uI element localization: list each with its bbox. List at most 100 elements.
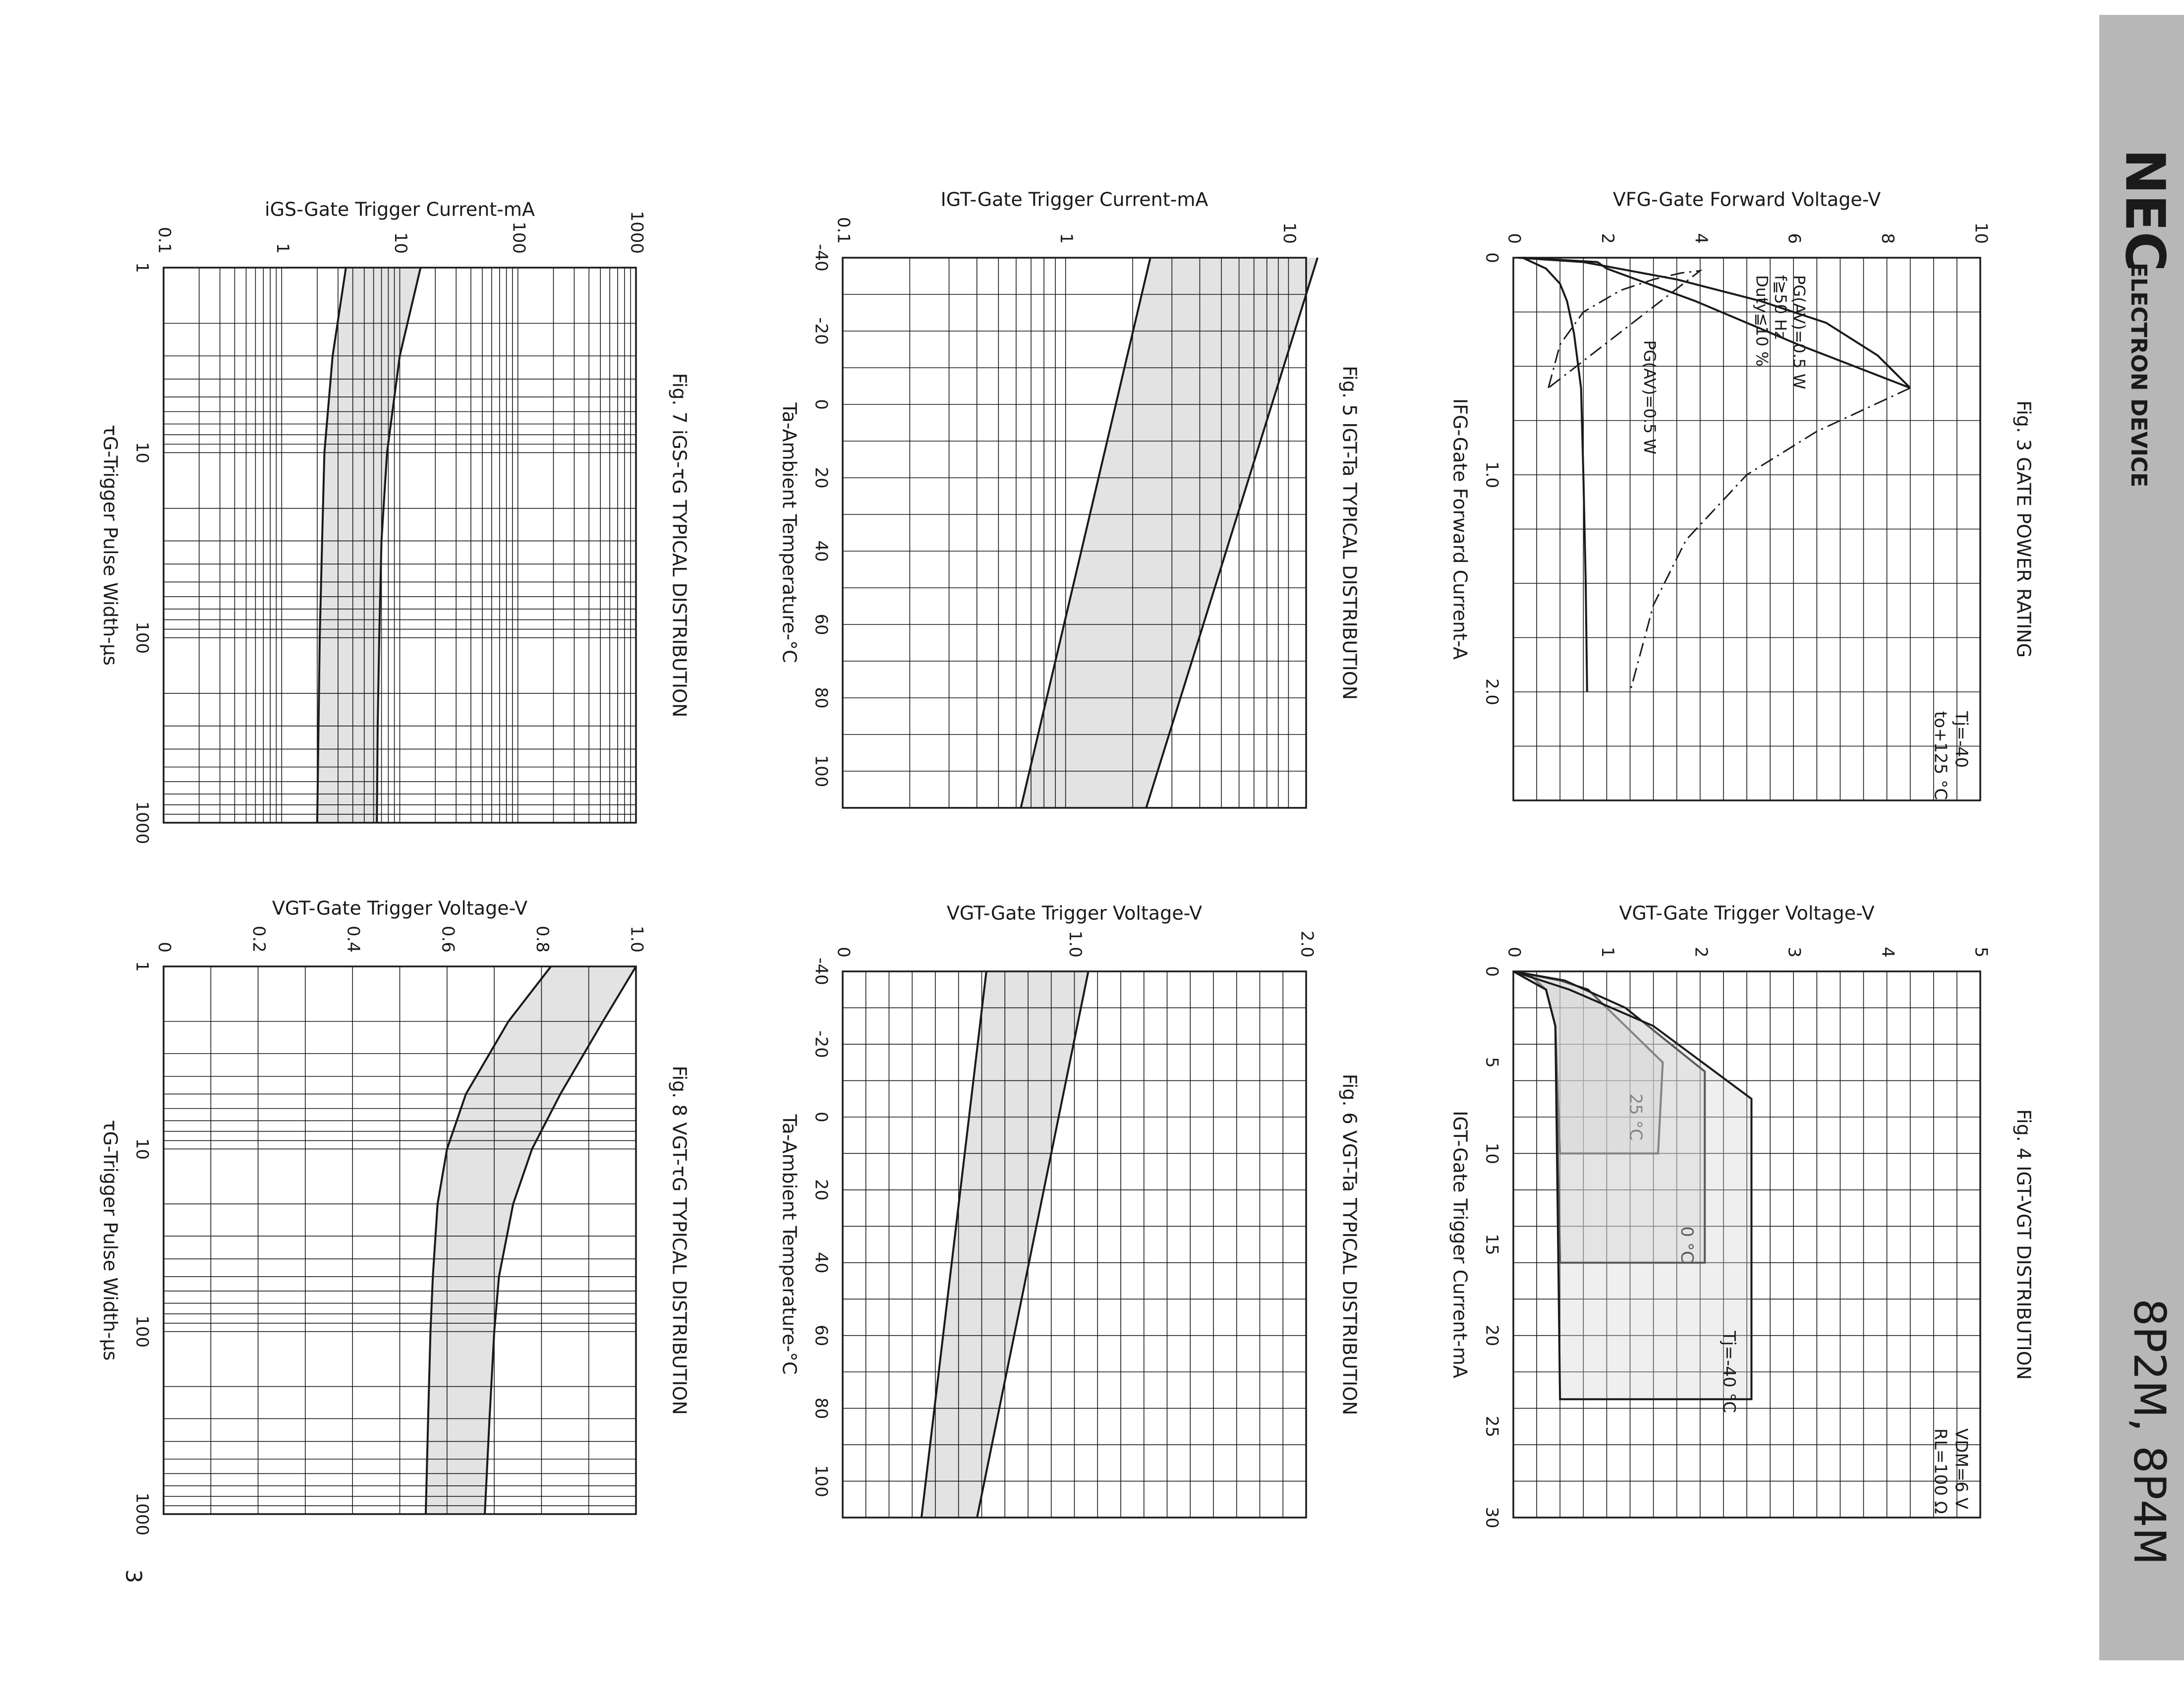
condition-text: VDM=6 V bbox=[1952, 1428, 1971, 1509]
y-tick-label-group: 2.0 bbox=[1297, 931, 1317, 958]
x-tick-label-group: 30 bbox=[1482, 1507, 1502, 1528]
x-tick-label: 1 bbox=[132, 961, 152, 972]
y-tick-label-group: 0.1 bbox=[155, 227, 174, 254]
y-tick-label-group: 0.8 bbox=[532, 926, 552, 953]
plot-frame bbox=[1512, 257, 1981, 801]
x-tick-label-group: 40 bbox=[811, 540, 831, 562]
x-axis-label: Ta-Ambient Temperature-°C bbox=[779, 402, 801, 663]
x-tick-label: -20 bbox=[811, 1030, 831, 1058]
y-tick-label: 6 bbox=[1784, 233, 1804, 244]
chart-title-group: Fig. 7 iGS-τG TYPICAL DISTRIBUTION bbox=[669, 373, 690, 718]
x-tick-label-group: 20 bbox=[811, 1179, 831, 1200]
y-tick-label: 8 bbox=[1878, 233, 1897, 244]
y-tick-label: 1 bbox=[273, 243, 292, 254]
y-tick-label-group: 2 bbox=[1598, 233, 1617, 244]
series-label: 25 °C bbox=[1625, 1093, 1645, 1140]
x-tick-label-group: 5 bbox=[1482, 1057, 1502, 1068]
shaded-region bbox=[317, 268, 421, 823]
x-tick-label-group: -40 bbox=[811, 244, 831, 272]
x-tick-label-group: 10 bbox=[1482, 1143, 1502, 1164]
series-line bbox=[1522, 257, 1588, 692]
y-tick-label-group: 1 bbox=[1056, 233, 1076, 244]
x-axis-label: τG-Trigger Pulse Width-μs bbox=[100, 425, 121, 666]
chart-title: Fig. 4 IGT-VGT DISTRIBUTION bbox=[2013, 1109, 2035, 1380]
x-tick-label: 80 bbox=[811, 1398, 831, 1419]
x-tick-label-group: 20 bbox=[1482, 1325, 1502, 1346]
series-line bbox=[976, 971, 1090, 1518]
y-tick-label-group: 4 bbox=[1878, 947, 1897, 958]
x-tick-label-group: 60 bbox=[811, 614, 831, 635]
series-line bbox=[1606, 268, 1911, 389]
x-tick-label: 1000 bbox=[132, 1493, 152, 1536]
y-axis-label: IGT-Gate Trigger Current-mA bbox=[941, 189, 1208, 211]
header-part-group: 8P2M, 8P4M bbox=[2124, 1298, 2175, 1565]
y-tick-label: 0.8 bbox=[532, 926, 552, 953]
y-tick-label-group: 1 bbox=[273, 243, 292, 254]
y-tick-label-group: 1000 bbox=[627, 211, 647, 254]
y-tick-label-group: 100 bbox=[509, 222, 528, 254]
y-tick-label-group: 10 bbox=[391, 232, 410, 254]
page-number: 3 bbox=[120, 1569, 146, 1583]
shaded-region bbox=[1021, 258, 1318, 808]
chart-title-group: Fig. 5 IGT-Ta TYPICAL DISTRIBUTION bbox=[1339, 366, 1361, 700]
x-tick-label: 1 bbox=[132, 262, 152, 273]
x-tick-label: 100 bbox=[811, 755, 831, 788]
x-axis-label: τG-Trigger Pulse Width-μs bbox=[100, 1120, 121, 1361]
x-tick-label: 1000 bbox=[132, 801, 152, 845]
y-tick-label-group: 1.0 bbox=[627, 926, 647, 953]
y-tick-label: 0.1 bbox=[834, 217, 854, 244]
plot-frame bbox=[842, 970, 1307, 1519]
plot-frame bbox=[163, 965, 637, 1515]
distribution-outline bbox=[1513, 970, 1753, 1401]
x-tick-label-group: 1000 bbox=[132, 1493, 152, 1536]
x-tick-label: 20 bbox=[1482, 1325, 1502, 1346]
series-line bbox=[1145, 257, 1319, 808]
series-line bbox=[1020, 257, 1151, 808]
y-tick-label: 100 bbox=[509, 222, 528, 254]
y-axis-label: iGS-Gate Trigger Current-mA bbox=[265, 199, 535, 221]
y-tick-label: 2 bbox=[1691, 947, 1711, 958]
x-axis-label: Ta-Ambient Temperature-°C bbox=[779, 1114, 801, 1374]
x-tick-label: 100 bbox=[132, 621, 152, 654]
series-line bbox=[1548, 270, 1703, 389]
x-tick-label: 60 bbox=[811, 1325, 831, 1346]
x-tick-label: 20 bbox=[811, 467, 831, 488]
x-tick-label: 1.0 bbox=[1482, 461, 1502, 488]
annotation-group: PG(AV)=0.5 W bbox=[1790, 275, 1809, 389]
x-tick-label-group: 1 bbox=[132, 262, 152, 273]
y-axis-label: VGT-Gate Trigger Voltage-V bbox=[1619, 903, 1874, 924]
x-tick-label: 0 bbox=[811, 1112, 831, 1123]
x-tick-label-group: 80 bbox=[811, 1398, 831, 1419]
y-axis-label: VGT-Gate Trigger Voltage-V bbox=[947, 903, 1202, 924]
plot-frame bbox=[842, 257, 1307, 809]
series-label-group: 0 °C bbox=[1677, 1226, 1697, 1262]
x-tick-label: 80 bbox=[811, 687, 831, 708]
condition-text: Tj=-40 bbox=[1952, 711, 1971, 768]
grid bbox=[842, 971, 1307, 1518]
y-tick-label: 0 bbox=[834, 947, 854, 958]
x-tick-label-group: 100 bbox=[811, 755, 831, 788]
brand-logo: NEC bbox=[2114, 149, 2177, 272]
annotation-group: Duty≦10 % bbox=[1752, 275, 1771, 367]
x-tick-label-group: -40 bbox=[811, 958, 831, 985]
series-line bbox=[920, 971, 987, 1518]
x-tick-label-group: 0 bbox=[1482, 966, 1502, 977]
y-axis-label: VFG-Gate Forward Voltage-V bbox=[1613, 189, 1881, 211]
series-label-group: 25 °C bbox=[1625, 1093, 1645, 1140]
annotation-text: PG(AV)=0.5 W bbox=[1640, 340, 1659, 454]
grid bbox=[163, 267, 636, 823]
x-tick-label-group: 0 bbox=[811, 1112, 831, 1123]
x-tick-label-group: 2.0 bbox=[1482, 678, 1502, 705]
y-tick-label-group: 1.0 bbox=[1065, 931, 1085, 958]
x-tick-label-group: 15 bbox=[1482, 1234, 1502, 1255]
x-tick-label: 25 bbox=[1482, 1416, 1502, 1437]
x-tick-label-group: 1 bbox=[132, 961, 152, 972]
y-tick-label: 1.0 bbox=[1065, 931, 1085, 958]
chart-title-group: Fig. 8 VGT-τG TYPICAL DISTRIBUTION bbox=[669, 1066, 690, 1414]
y-tick-label-group: 0 bbox=[834, 947, 854, 958]
x-tick-label: 40 bbox=[811, 1252, 831, 1273]
y-tick-label: 4 bbox=[1691, 233, 1711, 244]
x-tick-label-group: 10 bbox=[132, 442, 152, 463]
